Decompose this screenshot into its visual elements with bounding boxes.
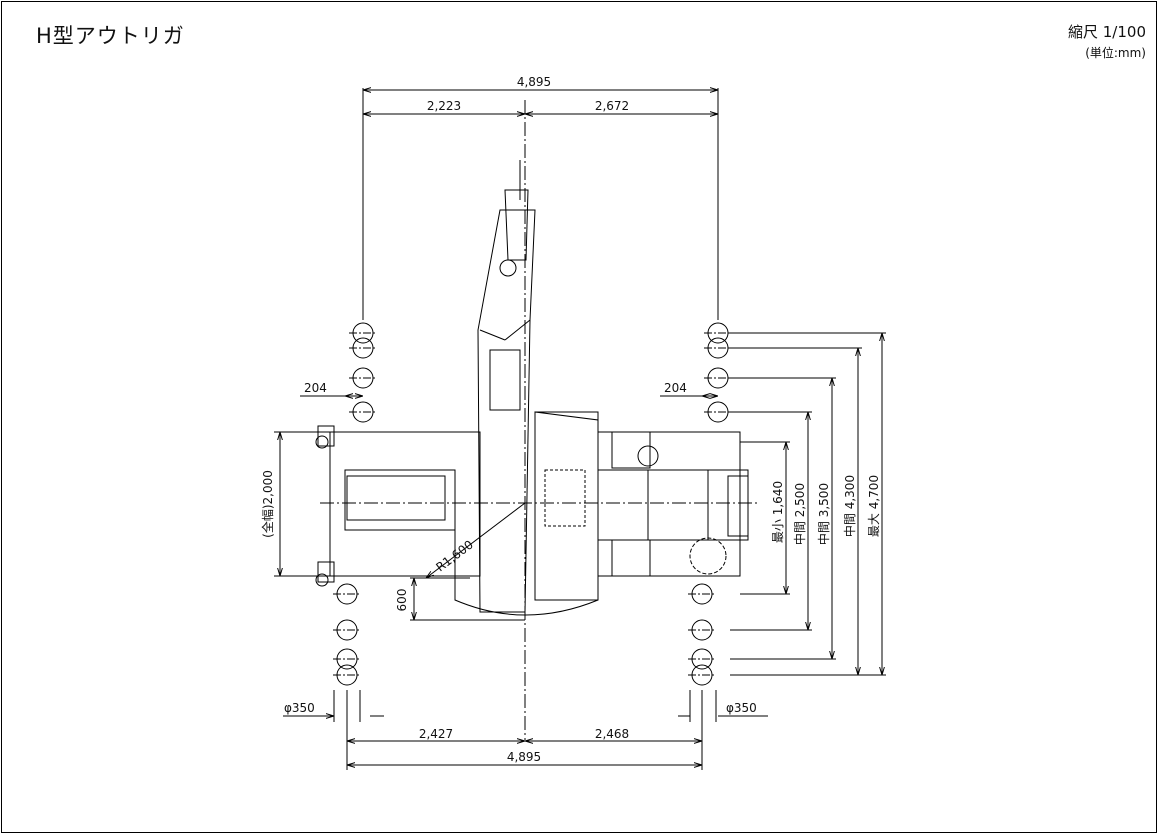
- dim-overall-width: (全幅)2,000: [260, 470, 275, 538]
- span-mid-1: 中間 2,500: [792, 483, 807, 545]
- right-pads: [691, 322, 729, 686]
- unit-label: (単位:mm): [1085, 46, 1146, 60]
- span-mid-2: 中間 3,500: [816, 483, 831, 545]
- dim-bottom-right: 2,468: [595, 727, 629, 741]
- dim-top-right: 2,672: [595, 99, 629, 113]
- dim-offset-left: 204: [304, 381, 327, 395]
- dim-rear-overhang: 600: [395, 589, 409, 612]
- span-max: 最大 4,700: [867, 475, 881, 537]
- outrigger-pads: [333, 322, 732, 686]
- left-pads: [336, 322, 374, 686]
- page-title: H型アウトリガ: [36, 24, 185, 48]
- dim-top-total: 4,895: [517, 75, 551, 89]
- dim-offset-right: 204: [664, 381, 687, 395]
- dim-pad-dia-left: φ350: [284, 701, 315, 715]
- dim-top-left: 2,223: [427, 99, 461, 113]
- scale-label: 縮尺 1/100: [1068, 23, 1146, 41]
- span-mid-3: 中間 4,300: [842, 475, 857, 537]
- dim-pad-dia-right: φ350: [726, 701, 757, 715]
- span-min: 最小 1,640: [771, 481, 785, 543]
- dim-bottom-total: 4,895: [507, 750, 541, 764]
- dim-bottom-left: 2,427: [419, 727, 453, 741]
- crane-body: [315, 160, 749, 616]
